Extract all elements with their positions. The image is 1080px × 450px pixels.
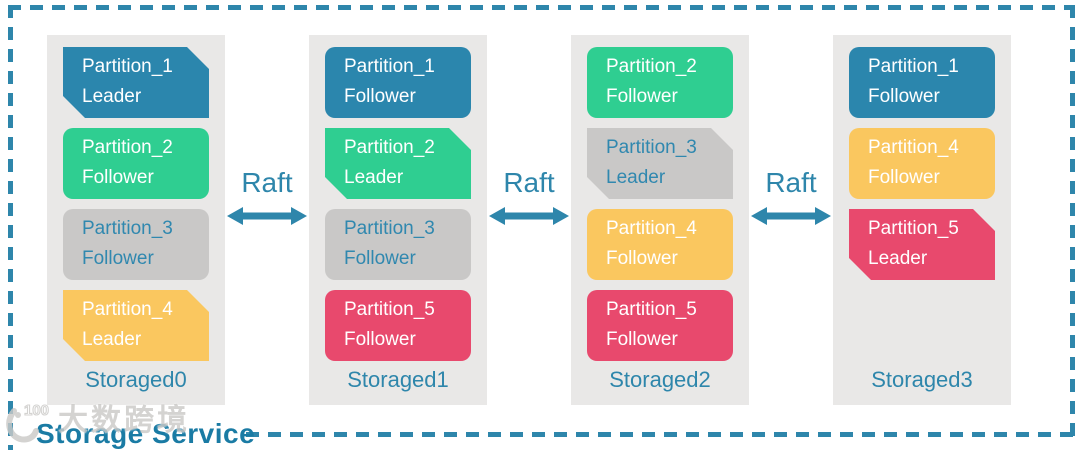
partition-name: Partition_1 bbox=[344, 56, 435, 77]
border-left-dashed bbox=[8, 5, 13, 450]
raft-label: Raft bbox=[241, 167, 293, 198]
partition-name: Partition_4 bbox=[868, 137, 959, 158]
partition-role: Follower bbox=[868, 167, 940, 188]
storaged1-partition-1-follower-box: Partition_1 Follower bbox=[325, 47, 471, 118]
partition-name: Partition_2 bbox=[606, 56, 697, 77]
raft-label: Raft bbox=[765, 167, 817, 198]
partition-name: Partition_1 bbox=[868, 56, 959, 77]
raft-connector-0-1: Raft bbox=[225, 167, 309, 227]
storaged0-partition-4-leader-box: Partition_4 Leader bbox=[63, 290, 209, 361]
partition-role: Leader bbox=[82, 86, 142, 107]
storaged1-partition-2-leader-box: Partition_2 Leader bbox=[325, 128, 471, 199]
storage-node-storaged0: Partition_1 Leader Partition_2 Follower … bbox=[47, 35, 225, 405]
partition-role: Follower bbox=[82, 167, 154, 188]
partition-role: Follower bbox=[606, 86, 678, 107]
partition-role: Follower bbox=[344, 248, 416, 269]
border-bottom-dashed bbox=[246, 432, 1075, 437]
partition-role: Leader bbox=[82, 329, 142, 350]
partition-role: Follower bbox=[344, 86, 416, 107]
storaged2-partition-4-follower-box: Partition_4 Follower bbox=[587, 209, 733, 280]
diagram-title: Storage Service bbox=[36, 418, 256, 449]
raft-double-arrow-icon bbox=[489, 207, 569, 225]
storage-node-storaged3: Partition_1 Follower Partition_4 Followe… bbox=[833, 35, 1011, 405]
partition-name: Partition_1 bbox=[82, 56, 173, 77]
partition-name: Partition_4 bbox=[82, 299, 173, 320]
storage-node-label: Storaged3 bbox=[871, 367, 973, 392]
partition-role: Leader bbox=[606, 167, 666, 188]
storaged2-partition-5-follower-box: Partition_5 Follower bbox=[587, 290, 733, 361]
storage-node-storaged2: Partition_2 Follower Partition_3 Leader … bbox=[571, 35, 749, 405]
storaged0-partition-3-follower-box: Partition_3 Follower bbox=[63, 209, 209, 280]
border-right-dashed bbox=[1070, 5, 1075, 437]
storaged3-partition-4-follower-box: Partition_4 Follower bbox=[849, 128, 995, 199]
partition-role: Leader bbox=[344, 167, 404, 188]
storaged3-partition-5-leader-box: Partition_5 Leader bbox=[849, 209, 995, 280]
raft-connector-1-2: Raft bbox=[487, 167, 571, 227]
partition-role: Follower bbox=[82, 248, 154, 269]
partition-role: Follower bbox=[868, 86, 940, 107]
storaged0-partition-1-leader-box: Partition_1 Leader bbox=[63, 47, 209, 118]
raft-connector-2-3: Raft bbox=[749, 167, 833, 227]
partition-role: Follower bbox=[606, 248, 678, 269]
storaged3-partition-1-follower-box: Partition_1 Follower bbox=[849, 47, 995, 118]
partition-name: Partition_2 bbox=[82, 137, 173, 158]
raft-double-arrow-icon bbox=[227, 207, 307, 225]
raft-label: Raft bbox=[503, 167, 555, 198]
storage-node-storaged1: Partition_1 Follower Partition_2 Leader … bbox=[309, 35, 487, 405]
storaged0-partition-2-follower-box: Partition_2 Follower bbox=[63, 128, 209, 199]
partition-name: Partition_4 bbox=[606, 218, 697, 239]
partition-name: Partition_5 bbox=[868, 218, 959, 239]
partition-role: Leader bbox=[868, 248, 928, 269]
partition-name: Partition_5 bbox=[606, 299, 697, 320]
partition-name: Partition_3 bbox=[344, 218, 435, 239]
partition-name: Partition_2 bbox=[344, 137, 435, 158]
storaged2-partition-3-leader-box: Partition_3 Leader bbox=[587, 128, 733, 199]
storaged1-partition-3-follower-box: Partition_3 Follower bbox=[325, 209, 471, 280]
partition-role: Follower bbox=[606, 329, 678, 350]
partition-name: Partition_3 bbox=[82, 218, 173, 239]
border-top-dashed bbox=[8, 5, 1075, 10]
storage-node-label: Storaged2 bbox=[609, 367, 711, 392]
storaged2-partition-2-follower-box: Partition_2 Follower bbox=[587, 47, 733, 118]
partition-name: Partition_3 bbox=[606, 137, 697, 158]
storage-node-label: Storaged0 bbox=[85, 367, 187, 392]
partition-role: Follower bbox=[344, 329, 416, 350]
storage-node-label: Storaged1 bbox=[347, 367, 449, 392]
raft-double-arrow-icon bbox=[751, 207, 831, 225]
watermark-badge: 100 bbox=[24, 402, 49, 419]
partition-name: Partition_5 bbox=[344, 299, 435, 320]
storaged1-partition-5-follower-box: Partition_5 Follower bbox=[325, 290, 471, 361]
